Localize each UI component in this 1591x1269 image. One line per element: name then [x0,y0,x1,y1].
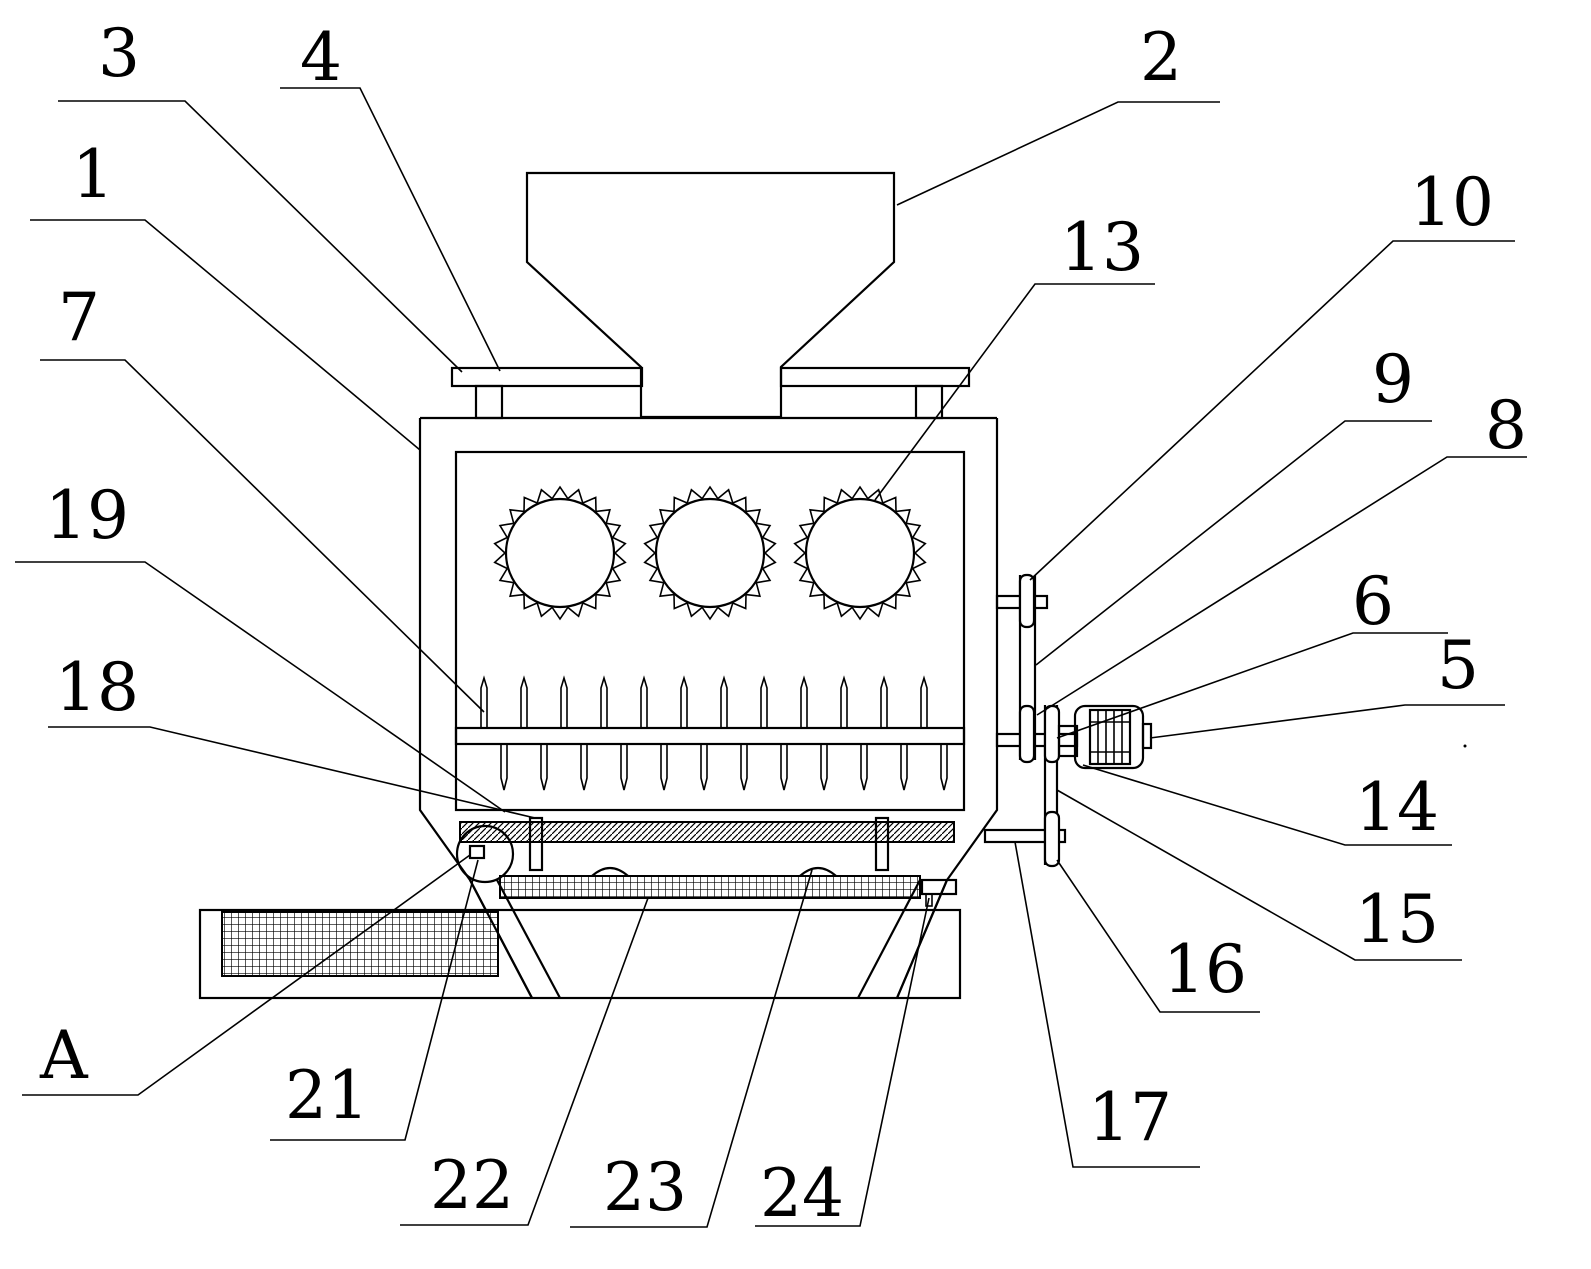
label-19: 19 [45,477,129,554]
label-15: 15 [1355,881,1439,958]
label-6: 6 [1352,563,1394,640]
label-14: 14 [1355,769,1439,846]
label-2: 2 [1140,19,1182,96]
upper-tooth [561,678,567,728]
upper-tooth [921,678,927,728]
lower-mesh-plate [500,868,920,898]
lower-tooth [821,744,827,790]
lower-tooth [501,744,507,790]
label-17: 17 [1088,1079,1172,1156]
roller-teeth-3 [795,487,926,619]
label-21: 21 [285,1057,369,1134]
label-10: 10 [1410,164,1494,241]
upper-tooth [601,678,607,728]
pulleys [1020,575,1059,866]
lower-tooth [541,744,547,790]
label-3: 3 [98,15,140,92]
label-18: 18 [55,649,139,726]
lower-tooth [701,744,707,790]
lower-tooth [861,744,867,790]
lower-tooth [621,744,627,790]
lower-tooth [741,744,747,790]
upper-tooth [721,678,727,728]
screen-plate [460,818,954,870]
roller-teeth-2 [645,487,776,619]
upper-tooth [641,678,647,728]
crushing-teeth-bar [456,678,964,790]
hinge-pin [922,880,956,906]
upper-tooth [801,678,807,728]
label-5: 5 [1437,627,1479,704]
label-23: 23 [603,1149,687,1226]
callout-labels: 2 3 4 1 7 19 18 13 10 9 8 6 5 14 15 16 1… [39,15,1527,1232]
label-8: 8 [1485,387,1527,464]
lower-tooth [781,744,787,790]
upper-tooth [881,678,887,728]
label-7: 7 [58,279,100,356]
lower-tooth [661,744,667,790]
roller-2 [656,499,764,607]
lower-tooth [901,744,907,790]
label-22: 22 [430,1147,514,1224]
lower-tooth [941,744,947,790]
top-cover-left [452,368,642,418]
upper-tooth [481,678,487,728]
label-4: 4 [300,19,342,96]
feed-hopper [527,173,894,417]
leader-lines [15,88,1527,1227]
roller-3 [806,499,914,607]
label-a: A [39,1017,89,1094]
motor [1059,706,1151,768]
upper-tooth [521,678,527,728]
upper-tooth [761,678,767,728]
roller-1 [506,499,614,607]
roller-teeth-1 [495,487,626,619]
label-24: 24 [760,1155,844,1232]
upper-tooth [681,678,687,728]
label-1: 1 [72,136,114,213]
upper-tooth [841,678,847,728]
label-9: 9 [1372,341,1414,418]
crushing-rollers [495,487,926,619]
label-16: 16 [1163,931,1247,1008]
label-13: 13 [1060,209,1144,286]
lower-tooth [581,744,587,790]
